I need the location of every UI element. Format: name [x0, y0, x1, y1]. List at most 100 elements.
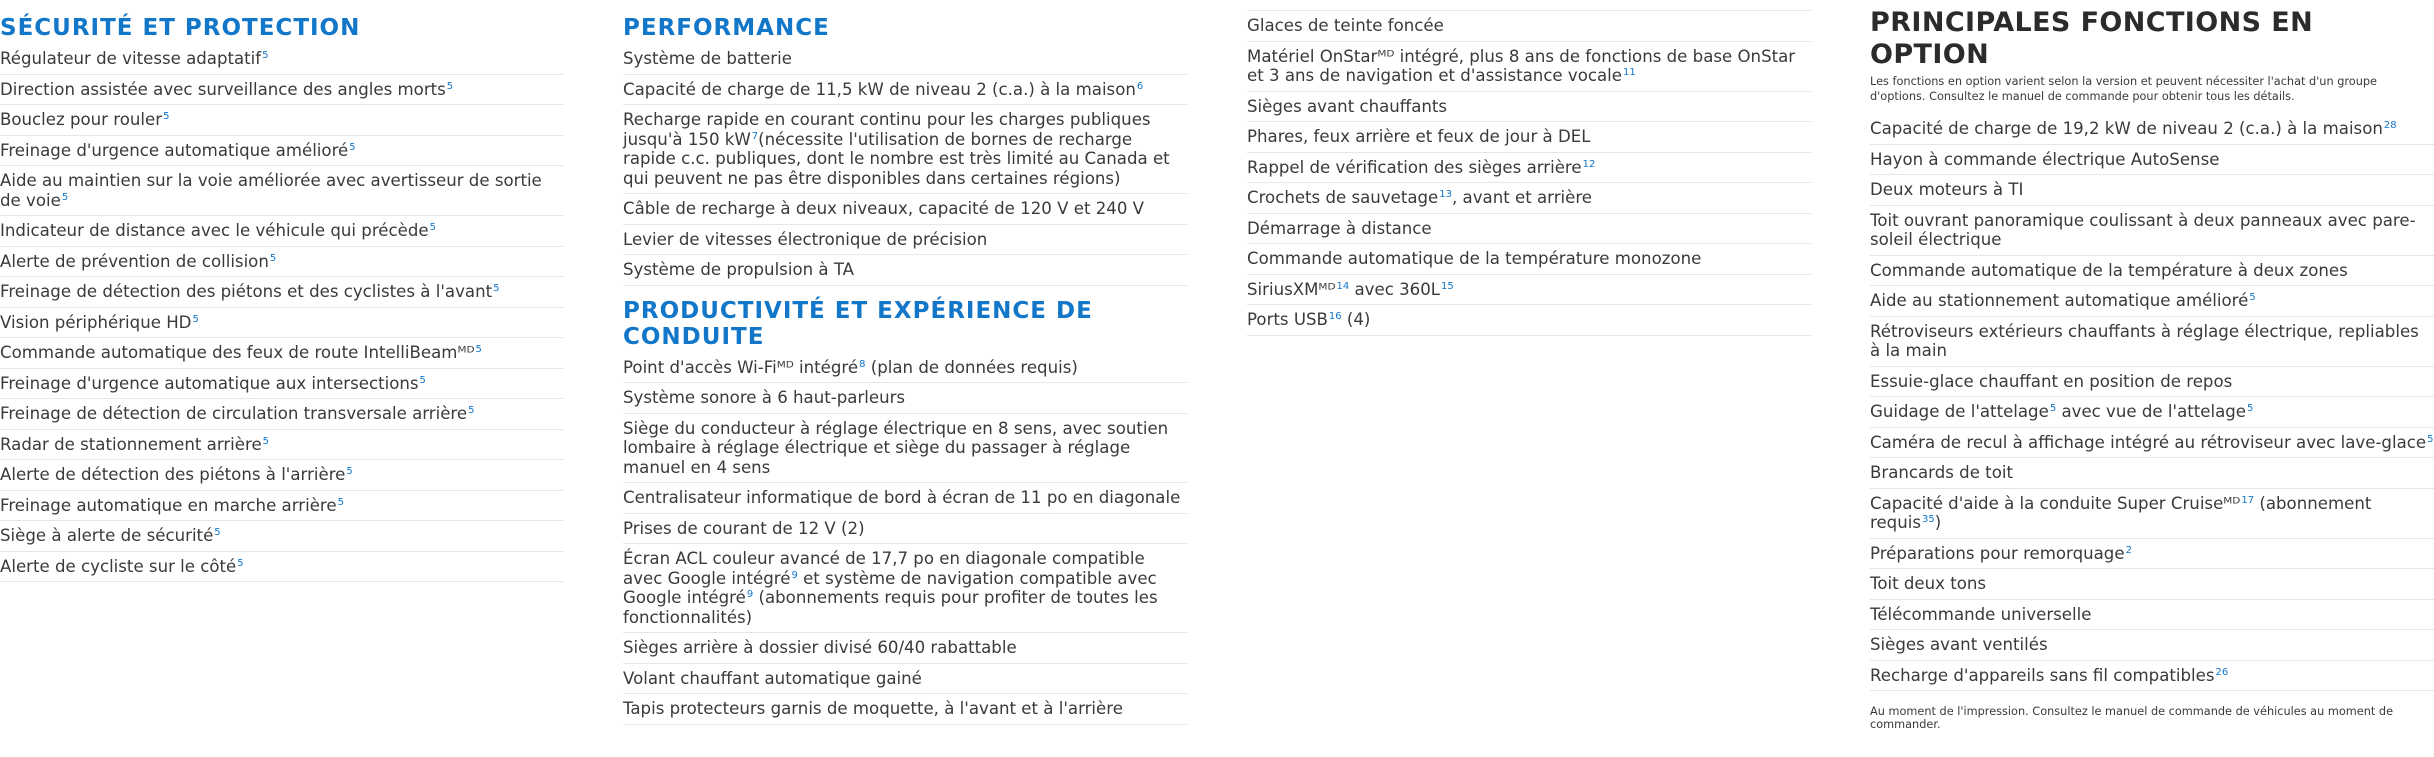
list-item: Sièges avant ventilés [1870, 630, 2434, 661]
footnote-ref: 28 [2383, 120, 2397, 131]
item-label: Freinage de détection de circulation tra… [0, 404, 468, 423]
item-label: Recharge d'appareils sans fil compatible… [1870, 665, 2215, 685]
item-label: Câble de recharge à deux niveaux, capaci… [623, 199, 1145, 218]
item-label: Alerte de détection des piétons à l'arri… [0, 465, 346, 484]
footnote-ref: 11 [1623, 67, 1636, 78]
list-item: Rétroviseurs extérieurs chauffants à rég… [1870, 317, 2434, 367]
item-label: Sièges avant chauffants [1247, 96, 1448, 116]
item-label: Télécommande universelle [1870, 604, 2092, 624]
item-label: Freinage d'urgence automatique amélioré [0, 140, 349, 160]
footnote-ref: 9 [791, 569, 798, 581]
list-item: Hayon à commande électrique AutoSense [1870, 145, 2434, 175]
list-item: Radar de stationnement arrière5 [0, 430, 564, 460]
item-label-cont: (nécessite l'utilisation de bornes de re… [623, 129, 1170, 188]
item-label-cont: (plan de données requis) [865, 357, 1078, 377]
item-label: Glaces de teinte foncée [1247, 16, 1444, 35]
list-item: Régulateur de vitesse adaptatif5 [0, 44, 564, 75]
item-label: Sièges arrière à dossier divisé 60/40 ra… [623, 638, 1017, 657]
footnote-ref: 5 [349, 141, 356, 153]
footnote-ref: 5 [262, 50, 269, 61]
list-item: Alerte de détection des piétons à l'arri… [0, 460, 564, 491]
footnote-ref: 12 [1582, 158, 1596, 170]
item-label: Capacité d'aide à la conduite Super Crui… [1870, 493, 2241, 513]
item-label: Caméra de recul à affichage intégré au r… [1870, 432, 2427, 452]
list-item: Télécommande universelle [1870, 600, 2434, 630]
list-item: Rappel de vérification des sièges arrièr… [1247, 153, 1811, 183]
item-label: Ports USB [1247, 310, 1328, 329]
item-label: Freinage automatique en marche arrière [0, 495, 337, 515]
item-label: Alerte de cycliste sur le côté [0, 556, 237, 576]
footnote-ref: 5 [2249, 292, 2256, 303]
footnote-ref: 5 [337, 496, 344, 508]
item-label: Freinage d'urgence automatique aux inter… [0, 373, 419, 393]
list-item: Centralisateur informatique de bord à éc… [623, 483, 1187, 514]
list-item: Recharge rapide en courant continu pour … [623, 105, 1187, 194]
item-label: Matériel OnStarᴹᴰ intégré, plus 8 ans de… [1247, 46, 1796, 86]
list-item: Ports USB16 (4) [1247, 305, 1811, 336]
footnote-ref: 5 [429, 222, 436, 233]
list-item: Deux moteurs à TI [1870, 175, 2434, 206]
item-label-cont: avec vue de l'attelage [2056, 402, 2246, 421]
item-label: Système de propulsion à TA [623, 260, 855, 279]
footnote-ref: 5 [446, 80, 454, 92]
item-label: Siège du conducteur à réglage électrique… [623, 418, 1169, 477]
list-item: Volant chauffant automatique gainé [623, 664, 1187, 694]
item-label-cont: et système de navigation compatible avec… [623, 568, 1157, 608]
list-item: Sièges avant chauffants [1247, 92, 1811, 122]
list-item: Commande automatique des feux de route I… [0, 338, 564, 369]
item-label: Préparations pour remorquage [1870, 543, 2125, 563]
footnote-ref: 9 [746, 589, 754, 600]
item-label: Freinage de détection des piétons et des… [0, 282, 493, 301]
list-item: Préparations pour remorquage2 [1870, 539, 2434, 569]
list-item: Freinage d'urgence automatique amélioré5 [0, 136, 564, 166]
list-item: Levier de vitesses électronique de préci… [623, 225, 1187, 255]
item-label: Vision périphérique HD [0, 312, 192, 332]
footnote-ref: 8 [859, 358, 866, 370]
productivite-title: PRODUCTIVITÉ ET EXPÉRIENCE DE CONDUITE [623, 297, 1093, 350]
list-item: Prises de courant de 12 V (2) [623, 514, 1187, 544]
list-item: Guidage de l'attelage5 avec vue de l'att… [1870, 397, 2434, 428]
list-item: Commande automatique de la température m… [1247, 244, 1811, 275]
list-item: Phares, feux arrière et feux de jour à D… [1247, 122, 1811, 153]
item-label: Système de batterie [623, 49, 792, 68]
list-item: Crochets de sauvetage13, avant et arrièr… [1247, 183, 1811, 214]
item-label: Recharge rapide en courant continu pour … [623, 110, 1151, 149]
footnote-ref: 5 [61, 191, 69, 203]
item-label: Siège à alerte de sécurité [0, 526, 214, 545]
list-item: Aide au stationnement automatique amélio… [1870, 286, 2434, 317]
item-label: Aide au maintien sur la voie améliorée a… [0, 171, 542, 210]
securite-column: SÉCURITÉ ET PROTECTION Régulateur de vit… [0, 0, 564, 582]
divider [1247, 10, 1811, 11]
securite-title: SÉCURITÉ ET PROTECTION [0, 15, 361, 41]
item-label: Capacité de charge de 11,5 kW de niveau … [623, 79, 1136, 99]
footnote-ref: 5 [468, 405, 475, 416]
list-item: Point d'accès Wi-Fiᴹᴰ intégré8 (plan de … [623, 353, 1187, 383]
list-item: Alerte de prévention de collision5 [0, 247, 564, 277]
item-label: Volant chauffant automatique gainé [623, 668, 922, 688]
item-label: Hayon à commande électrique AutoSense [1870, 149, 2220, 169]
item-label: Point d'accès Wi-Fiᴹᴰ intégré [623, 357, 859, 377]
list-item: Bouclez pour rouler5 [0, 105, 564, 136]
list-item: Freinage automatique en marche arrière5 [0, 491, 564, 521]
item-label: Toit ouvrant panoramique coulissant à de… [1870, 210, 2416, 250]
footnote-ref: 2 [2125, 544, 2132, 556]
item-label: Système sonore à 6 haut-parleurs [623, 388, 906, 407]
item-label: Crochets de sauvetage [1247, 188, 1439, 207]
item-label: Indicateur de distance avec le véhicule … [0, 221, 429, 240]
item-label: Guidage de l'attelage [1870, 402, 2049, 421]
options-title: PRINCIPALES FONCTIONS EN OPTION [1870, 7, 2314, 70]
item-label-cont: (abonnement requis [1870, 493, 2372, 533]
list-item: SiriusXMᴹᴰ14 avec 360L15 [1247, 275, 1811, 305]
list-item: Capacité d'aide à la conduite Super Crui… [1870, 489, 2434, 539]
footnote-ref: 5 [214, 527, 221, 538]
footnote-ref: 7 [751, 130, 759, 142]
item-label-cont: avec 360L [1349, 279, 1441, 299]
footnote-ref: 17 [2241, 494, 2255, 506]
list-item: Commande automatique de la température à… [1870, 256, 2434, 286]
item-label: Brancards de toit [1870, 463, 2013, 482]
item-label: Phares, feux arrière et feux de jour à D… [1247, 127, 1591, 146]
